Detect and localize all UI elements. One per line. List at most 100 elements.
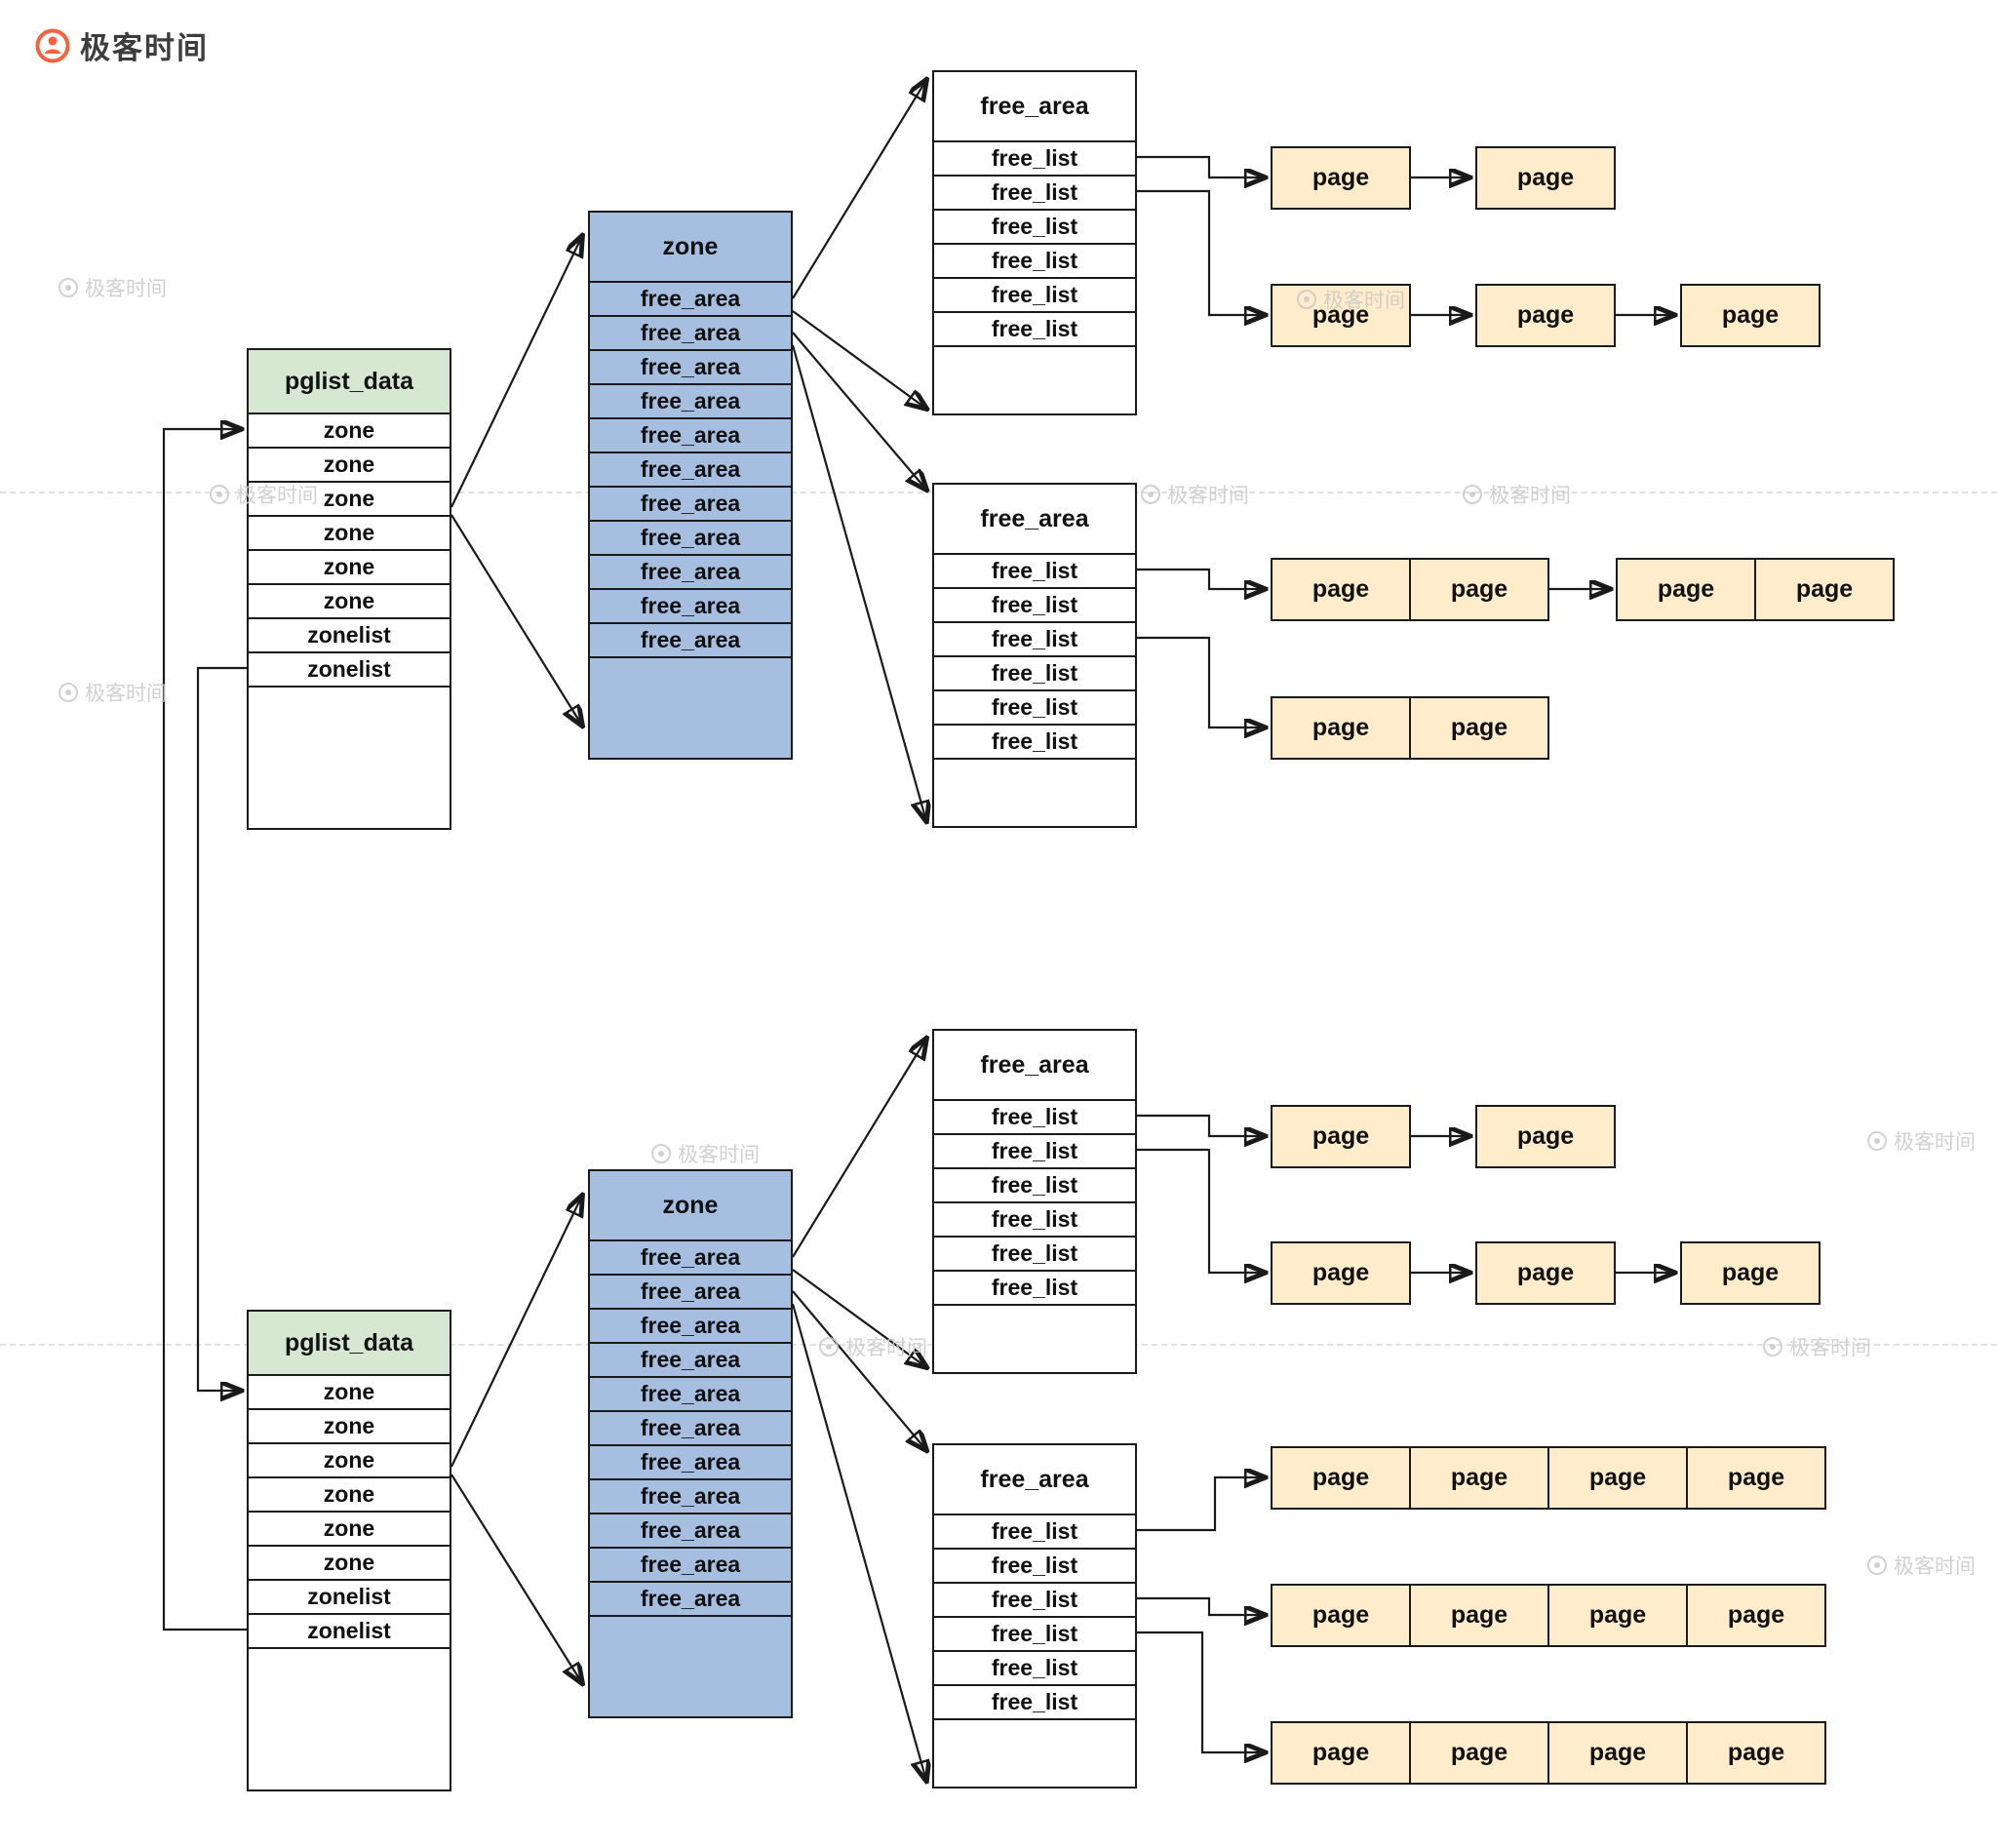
zone-row: zone bbox=[249, 585, 450, 619]
free_area-row: free_area bbox=[590, 488, 791, 522]
zone-row: zone bbox=[249, 1376, 450, 1410]
free_area-row: free_area bbox=[590, 522, 791, 556]
free_area-row: free_area bbox=[590, 590, 791, 624]
zone-row: zone bbox=[249, 449, 450, 483]
page-cell: page bbox=[1547, 1721, 1688, 1785]
page-cell: page bbox=[1680, 1241, 1821, 1305]
watermark-icon bbox=[1867, 1555, 1887, 1575]
watermark: 极客时间 bbox=[1867, 1551, 1976, 1580]
page-cell: page bbox=[1271, 558, 1411, 621]
free_list-row: free_list bbox=[934, 623, 1135, 657]
free_area-row: free_area bbox=[590, 385, 791, 419]
free_list-row: free_list bbox=[934, 1686, 1135, 1720]
page-block: page page bbox=[1616, 558, 1895, 621]
free_list-row: free_list bbox=[934, 691, 1135, 726]
page-cell: page bbox=[1475, 1241, 1616, 1305]
zone-title: zone bbox=[590, 213, 791, 283]
zonelist-row: zonelist bbox=[249, 619, 450, 653]
arrow-pglist-zone bbox=[450, 514, 582, 726]
page-cell: page bbox=[1616, 558, 1756, 621]
watermark: 极客时间 bbox=[59, 273, 167, 302]
arrow-freelist-page bbox=[1137, 1596, 1265, 1615]
brand-logo-text: 极客时间 bbox=[80, 31, 209, 65]
page-cell: page bbox=[1409, 1584, 1549, 1647]
free_area-row: free_area bbox=[590, 317, 791, 351]
page-block: page page bbox=[1271, 696, 1549, 760]
free_list-row: free_list bbox=[934, 1618, 1135, 1652]
free_area-row: free_area bbox=[590, 1310, 791, 1344]
page-cell: page bbox=[1409, 558, 1549, 621]
free_list-row: free_list bbox=[934, 1203, 1135, 1238]
watermark-icon bbox=[1867, 1131, 1887, 1151]
watermark: 极客时间 bbox=[1141, 480, 1249, 509]
watermark-icon bbox=[1463, 485, 1482, 504]
watermark-icon bbox=[210, 485, 229, 504]
arrow-zone-freearea bbox=[792, 332, 926, 490]
watermark-text: 极客时间 bbox=[845, 1337, 927, 1359]
watermark-text: 极客时间 bbox=[85, 683, 167, 705]
page-cell: page bbox=[1271, 146, 1411, 210]
free_list-row: free_list bbox=[934, 657, 1135, 691]
arrow-freelist-page bbox=[1137, 1631, 1265, 1752]
free_area-row: free_area bbox=[590, 1583, 791, 1617]
free_list-row: free_list bbox=[934, 177, 1135, 211]
brand-logo: 极客时间 bbox=[35, 23, 209, 67]
free_list-row: free_list bbox=[934, 245, 1135, 279]
watermark-text: 极客时间 bbox=[85, 278, 167, 300]
zonelist-row: zonelist bbox=[249, 1581, 450, 1615]
page-cell: page bbox=[1271, 1721, 1411, 1785]
free_list-row: free_list bbox=[934, 589, 1135, 623]
arrow-pglist-zone bbox=[450, 236, 582, 508]
free_list-row: free_list bbox=[934, 211, 1135, 245]
watermark: 极客时间 bbox=[1463, 480, 1571, 509]
zone-row: zone bbox=[249, 517, 450, 551]
zonelist-row: zonelist bbox=[249, 653, 450, 688]
watermark-icon bbox=[59, 683, 78, 702]
watermark-text: 极客时间 bbox=[1167, 485, 1249, 507]
arrow-pglist-zone bbox=[450, 1196, 582, 1468]
page-cell: page bbox=[1271, 1241, 1411, 1305]
zone-row: zone bbox=[249, 414, 450, 449]
pglist-data-title: pglist_data bbox=[249, 1312, 450, 1376]
zone-row: zone bbox=[249, 1478, 450, 1513]
page-cell: page bbox=[1271, 284, 1411, 347]
free_list-row: free_list bbox=[934, 726, 1135, 760]
free_area-row: free_area bbox=[590, 1276, 791, 1310]
arrow-zone-freearea bbox=[792, 80, 926, 299]
watermark: 极客时间 bbox=[59, 678, 167, 707]
free_area-row: free_area bbox=[590, 351, 791, 385]
watermark: 极客时间 bbox=[1297, 285, 1405, 314]
free-area-title: free_area bbox=[934, 1445, 1135, 1515]
arrow-freelist-page bbox=[1137, 1148, 1265, 1273]
zone-row: zone bbox=[249, 1547, 450, 1581]
arrow-freelist-page bbox=[1137, 568, 1265, 589]
free_list-row: free_list bbox=[934, 1550, 1135, 1584]
free-area-title: free_area bbox=[934, 485, 1135, 555]
arrow-zone-freearea bbox=[791, 1303, 926, 1781]
watermark: 极客时间 bbox=[651, 1139, 760, 1168]
page-cell: page bbox=[1754, 558, 1895, 621]
watermark-icon bbox=[819, 1337, 839, 1357]
watermark-icon bbox=[651, 1144, 671, 1163]
page-cell: page bbox=[1271, 1446, 1411, 1510]
page-cell: page bbox=[1409, 696, 1549, 760]
page-cell: page bbox=[1547, 1584, 1688, 1647]
watermark-text: 极客时间 bbox=[678, 1144, 760, 1166]
zonelist-row: zonelist bbox=[249, 1615, 450, 1649]
free_list-row: free_list bbox=[934, 1101, 1135, 1135]
free_area-row: free_area bbox=[590, 1344, 791, 1378]
arrow-zone-freearea bbox=[792, 1290, 926, 1450]
free_list-row: free_list bbox=[934, 1169, 1135, 1203]
watermark: 极客时间 bbox=[1763, 1332, 1871, 1361]
arrow-zone-freearea bbox=[792, 1039, 926, 1258]
free_list-row: free_list bbox=[934, 1238, 1135, 1272]
page-cell: page bbox=[1271, 696, 1411, 760]
page-cell: page bbox=[1271, 1105, 1411, 1168]
